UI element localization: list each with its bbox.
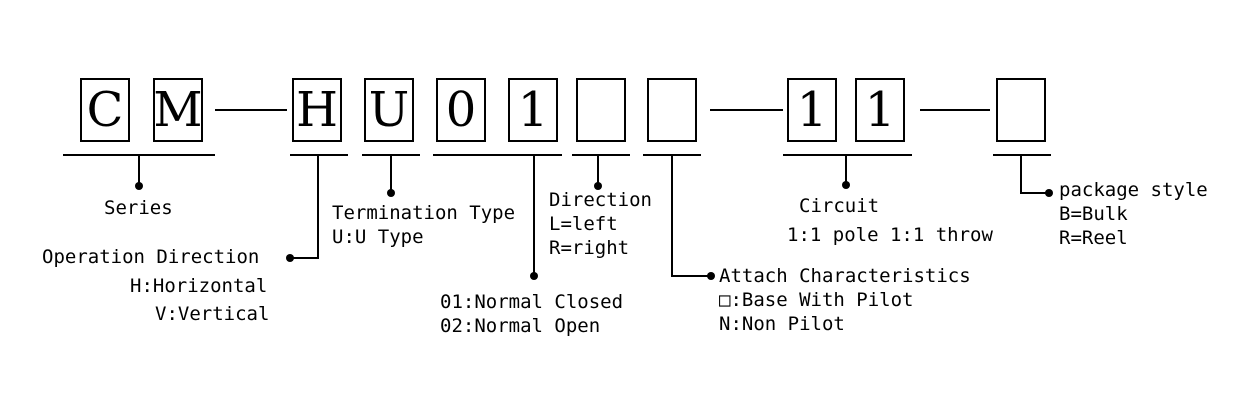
normal-block: 01:Normal Closed 02:Normal Open — [440, 290, 623, 338]
code-box-9: 1 — [787, 78, 837, 142]
label-attach-non: N:Non Pilot — [719, 313, 845, 335]
label-normal-open: 02:Normal Open — [440, 315, 601, 337]
dot-attach — [707, 272, 715, 280]
label-circuit-detail: 1:1 pole 1:1 throw — [787, 224, 993, 246]
label-direction-title: Direction — [549, 189, 652, 211]
code-box-1: C — [80, 78, 130, 142]
label-operation-v: V:Vertical — [155, 303, 270, 325]
dot-direction — [594, 182, 602, 190]
dot-operation — [286, 254, 294, 262]
code-box-4: U — [364, 78, 414, 142]
code-box-11 — [996, 78, 1046, 142]
label-direction-l: L=left — [549, 213, 618, 235]
leader-operation — [290, 155, 319, 259]
label-series: Series — [104, 197, 173, 219]
code-box-6: 1 — [508, 78, 558, 142]
package-block: package style B=Bulk R=Reel — [1059, 178, 1208, 250]
dot-circuit — [842, 181, 850, 189]
label-package-reel: R=Reel — [1059, 227, 1128, 249]
dot-package — [1045, 189, 1053, 197]
leader-attach — [671, 155, 711, 277]
label-termination-title: Termination Type — [332, 202, 516, 224]
label-operation-title: Operation Direction — [42, 246, 260, 268]
label-attach-base: □:Base With Pilot — [719, 289, 914, 311]
label-package-title: package style — [1059, 179, 1208, 201]
termination-block: Termination Type U:U Type — [332, 201, 515, 249]
code-box-8 — [647, 78, 697, 142]
label-operation-h: H:Horizontal — [130, 275, 268, 297]
label-normal-closed: 01:Normal Closed — [440, 291, 624, 313]
dot-series — [135, 182, 143, 190]
dot-normal — [530, 272, 538, 280]
label-circuit-title: Circuit — [799, 195, 880, 217]
label-termination-u: U:U Type — [332, 226, 424, 248]
code-box-7 — [576, 78, 626, 142]
code-box-5: 0 — [436, 78, 486, 142]
label-direction-r: R=right — [549, 237, 630, 259]
code-box-2: M — [153, 78, 203, 142]
code-box-3: H — [292, 78, 342, 142]
label-attach-title: Attach Characteristics — [719, 265, 971, 287]
attach-block: Attach Characteristics □:Base With Pilot… — [719, 264, 971, 336]
leader-package — [1020, 155, 1049, 194]
label-package-bulk: B=Bulk — [1059, 203, 1128, 225]
code-box-10: 1 — [855, 78, 905, 142]
direction-block: Direction L=left R=right — [549, 188, 652, 260]
dot-termination — [387, 189, 395, 197]
